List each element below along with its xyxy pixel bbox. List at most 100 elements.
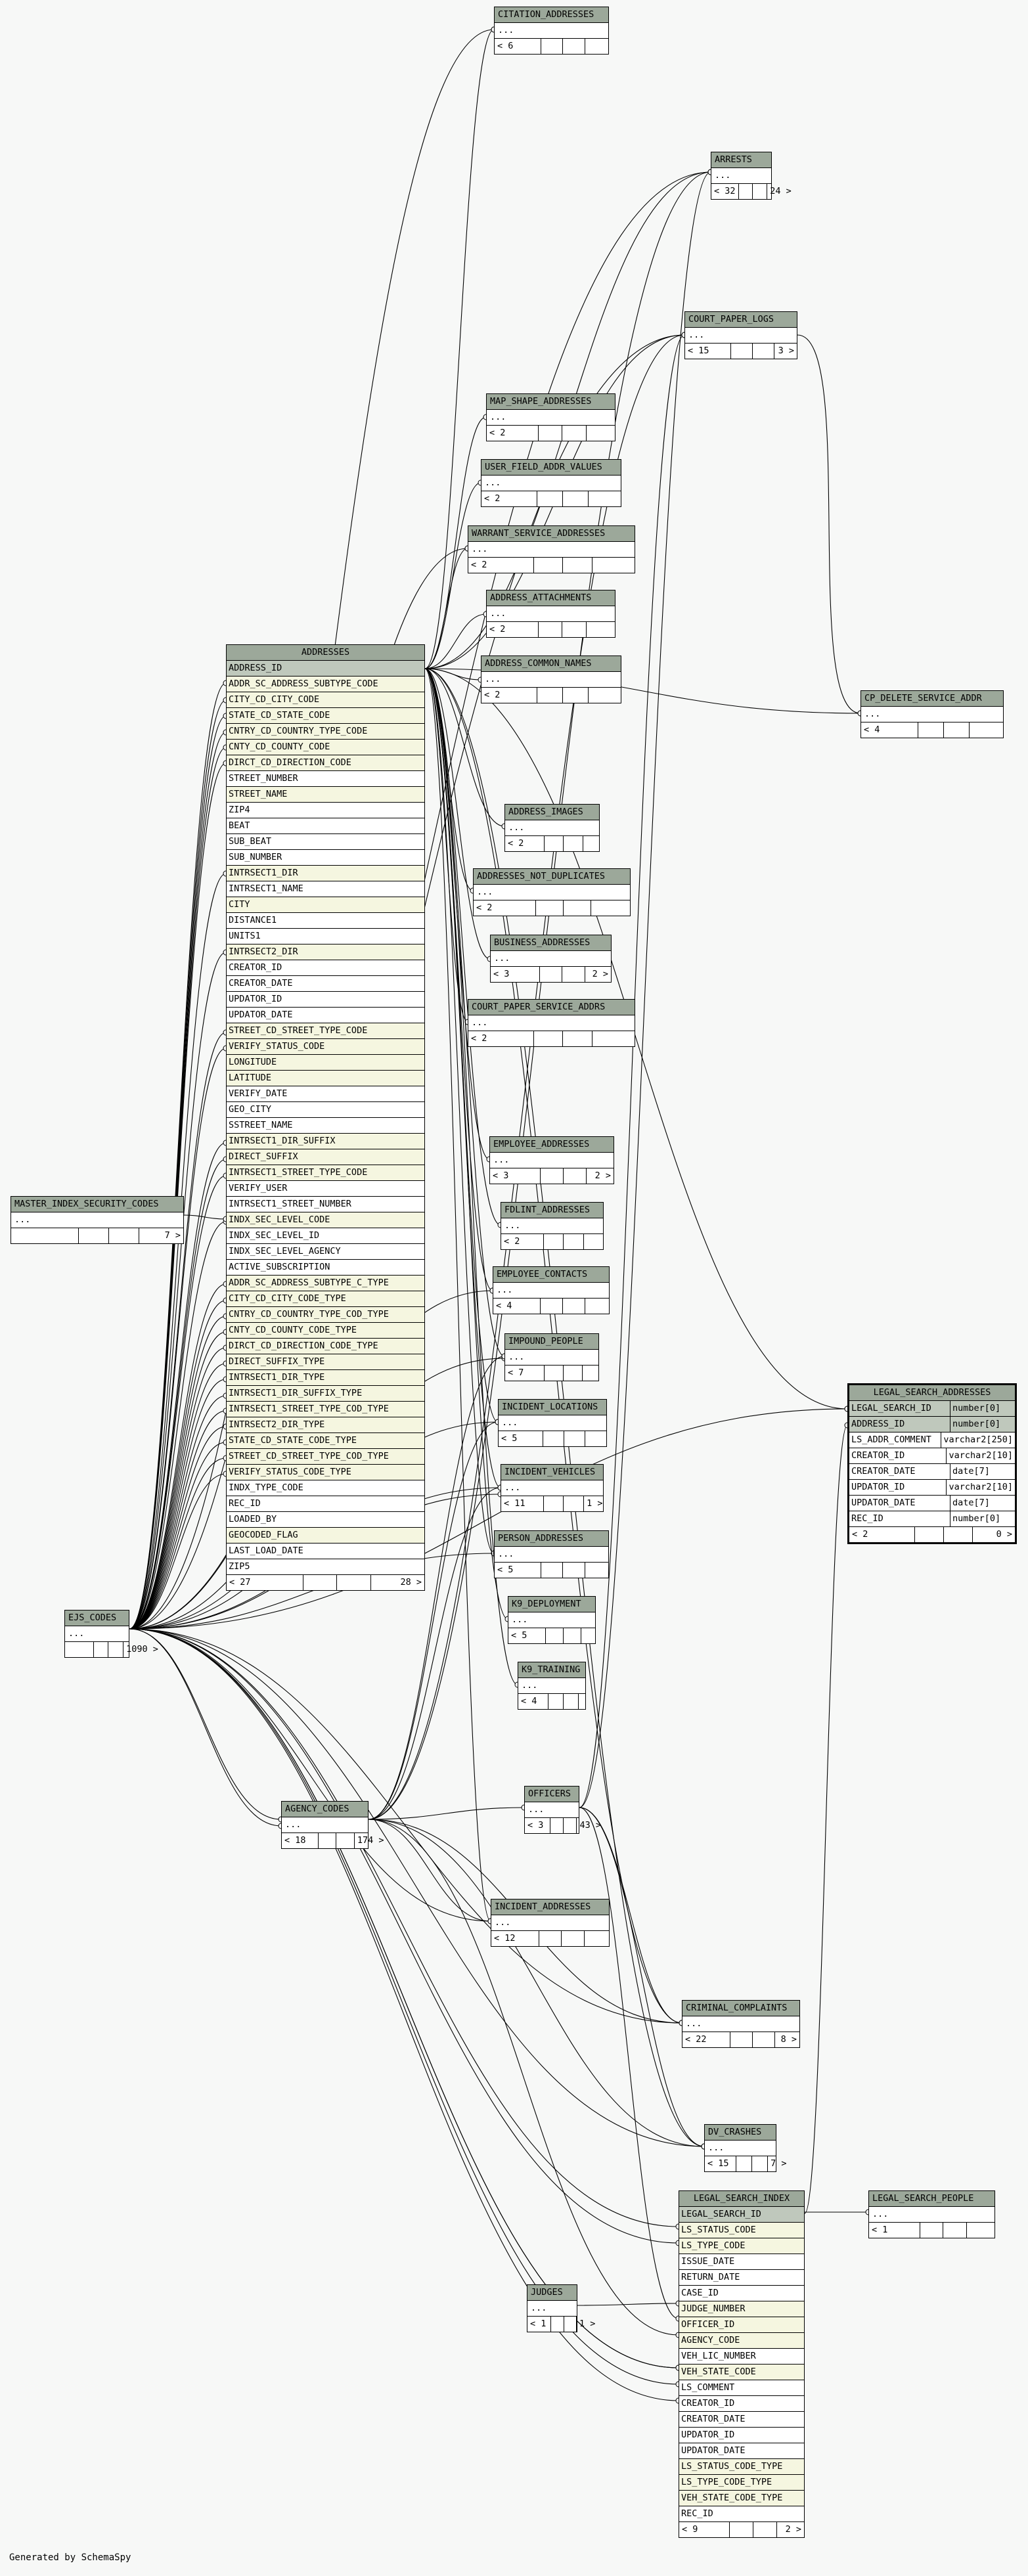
column-row[interactable]: VERIFY_STATUS_CODE xyxy=(227,1039,424,1055)
table-fdlint-addresses[interactable]: FDLINT_ADDRESSES...< 2 xyxy=(501,1202,604,1250)
table-user-field-addr-values[interactable]: USER_FIELD_ADDR_VALUES...< 2 xyxy=(481,459,621,507)
table-impound-people[interactable]: IMPOUND_PEOPLE...< 7 xyxy=(504,1333,599,1381)
table-legal-search-people[interactable]: LEGAL_SEARCH_PEOPLE...< 1 xyxy=(868,2190,995,2238)
column-row[interactable]: VERIFY_DATE xyxy=(227,1086,424,1102)
table-address-common-names[interactable]: ADDRESS_COMMON_NAMES...< 2 xyxy=(481,655,621,703)
column-row[interactable]: RETURN_DATE xyxy=(679,2270,804,2286)
column-row[interactable]: REC_ID xyxy=(227,1496,424,1512)
column-row[interactable]: VEH_STATE_CODE_TYPE xyxy=(679,2491,804,2506)
column-row[interactable]: INTRSECT1_DIR xyxy=(227,866,424,881)
column-row[interactable]: DIRCT_CD_DIRECTION_CODE_TYPE xyxy=(227,1339,424,1354)
column-row[interactable]: STREET_NAME xyxy=(227,787,424,803)
column-row[interactable]: CITY_CD_CITY_CODE_TYPE xyxy=(227,1291,424,1307)
column-row[interactable]: AGENCY_CODE xyxy=(679,2333,804,2349)
table-map-shape-addresses[interactable]: MAP_SHAPE_ADDRESSES...< 2 xyxy=(486,393,615,441)
column-row[interactable]: GEOCODED_FLAG xyxy=(227,1528,424,1543)
column-row[interactable]: VEH_STATE_CODE xyxy=(679,2365,804,2380)
column-row[interactable]: INTRSECT2_DIR_TYPE xyxy=(227,1417,424,1433)
column-row[interactable]: INDX_TYPE_CODE xyxy=(227,1480,424,1496)
column-row[interactable]: GEO_CITY xyxy=(227,1102,424,1118)
column-row[interactable]: INTRSECT1_DIR_TYPE xyxy=(227,1370,424,1386)
column-row[interactable]: STREET_CD_STREET_TYPE_COD_TYPE xyxy=(227,1449,424,1465)
table-warrant-service-addresses[interactable]: WARRANT_SERVICE_ADDRESSES...< 2 xyxy=(468,525,635,573)
column-row[interactable]: ZIP4 xyxy=(227,803,424,818)
column-row[interactable]: LEGAL_SEARCH_ID xyxy=(679,2207,804,2223)
column-row[interactable]: CITY_CD_CITY_CODE xyxy=(227,692,424,708)
column-row[interactable]: INDX_SEC_LEVEL_CODE xyxy=(227,1212,424,1228)
column-row[interactable]: CNTY_CD_COUNTY_CODE_TYPE xyxy=(227,1323,424,1339)
column-row[interactable]: STREET_CD_STREET_TYPE_CODE xyxy=(227,1023,424,1039)
table-person-addresses[interactable]: PERSON_ADDRESSES...< 5 xyxy=(494,1530,609,1578)
table-address-images[interactable]: ADDRESS_IMAGES...< 2 xyxy=(504,804,600,852)
column-row[interactable]: VEH_LIC_NUMBER xyxy=(679,2349,804,2365)
table-court-paper-service-addrs[interactable]: COURT_PAPER_SERVICE_ADDRS...< 2 xyxy=(468,999,635,1047)
column-row[interactable]: INTRSECT1_STREET_TYPE_CODE xyxy=(227,1165,424,1181)
column-row[interactable]: CREATOR_DATE xyxy=(679,2412,804,2428)
column-row[interactable]: INTRSECT2_DIR xyxy=(227,944,424,960)
column-row[interactable]: OFFICER_ID xyxy=(679,2317,804,2333)
column-row[interactable]: STATE_CD_STATE_CODE xyxy=(227,708,424,724)
column-row[interactable]: ISSUE_DATE xyxy=(679,2254,804,2270)
column-row[interactable]: VERIFY_USER xyxy=(227,1181,424,1197)
table-cp-delete-service-addr[interactable]: CP_DELETE_SERVICE_ADDR...< 4 xyxy=(860,690,1004,738)
column-row[interactable]: CASE_ID xyxy=(679,2286,804,2301)
table-master-index-security-codes[interactable]: MASTER_INDEX_SECURITY_CODES...7 > xyxy=(11,1196,184,1244)
column-row[interactable]: DIRECT_SUFFIX_TYPE xyxy=(227,1354,424,1370)
column-row[interactable]: INDX_SEC_LEVEL_ID xyxy=(227,1228,424,1244)
column-row[interactable]: CREATOR_ID xyxy=(679,2396,804,2412)
column-row[interactable]: SSTREET_NAME xyxy=(227,1118,424,1134)
column-row[interactable]: INTRSECT1_NAME xyxy=(227,881,424,897)
column-row[interactable]: LS_COMMENT xyxy=(679,2380,804,2396)
column-row[interactable]: JUDGE_NUMBER xyxy=(679,2301,804,2317)
table-employee-contacts[interactable]: EMPLOYEE_CONTACTS...< 4 xyxy=(493,1266,610,1314)
table-ejs-codes[interactable]: EJS_CODES...1090 > xyxy=(64,1610,158,1658)
column-row[interactable]: ACTIVE_SUBSCRIPTION xyxy=(227,1260,424,1276)
table-citation-addresses[interactable]: CITATION_ADDRESSES...< 6 xyxy=(494,7,609,55)
column-row[interactable]: UPDATOR_DATE xyxy=(679,2443,804,2459)
column-row[interactable]: VERIFY_STATUS_CODE_TYPE xyxy=(227,1465,424,1480)
table-k9-deployment[interactable]: K9_DEPLOYMENT...< 5 xyxy=(508,1596,596,1644)
column-row[interactable]: BEAT xyxy=(227,818,424,834)
column-row[interactable]: INDX_SEC_LEVEL_AGENCY xyxy=(227,1244,424,1260)
column-row[interactable]: ADDRESS_ID xyxy=(227,661,424,677)
column-row[interactable]: DIRCT_CD_DIRECTION_CODE xyxy=(227,755,424,771)
column-row[interactable]: DIRECT_SUFFIX xyxy=(227,1149,424,1165)
column-row[interactable]: CNTRY_CD_COUNTRY_TYPE_CODE xyxy=(227,724,424,740)
column-row[interactable]: SUB_BEAT xyxy=(227,834,424,850)
column-row[interactable]: UPDATOR_DATE xyxy=(227,1008,424,1023)
column-row[interactable]: INTRSECT1_DIR_SUFFIX_TYPE xyxy=(227,1386,424,1402)
column-row[interactable]: LS_STATUS_CODE_TYPE xyxy=(679,2459,804,2475)
column-row[interactable]: CNTY_CD_COUNTY_CODE xyxy=(227,740,424,755)
column-row[interactable]: LAST_LOAD_DATE xyxy=(227,1543,424,1559)
column-row[interactable]: UPDATOR_ID xyxy=(227,992,424,1008)
column-row[interactable]: LONGITUDE xyxy=(227,1055,424,1071)
column-row[interactable]: CREATOR_ID xyxy=(227,960,424,976)
column-row[interactable]: CITY xyxy=(227,897,424,913)
column-row[interactable]: DISTANCE1 xyxy=(227,913,424,929)
column-row[interactable]: LS_TYPE_CODE_TYPE xyxy=(679,2475,804,2491)
column-row[interactable]: STREET_NUMBER xyxy=(227,771,424,787)
column-row[interactable]: CREATOR_DATE xyxy=(227,976,424,992)
column-row[interactable]: LOADED_BY xyxy=(227,1512,424,1528)
table-address-attachments[interactable]: ADDRESS_ATTACHMENTS...< 2 xyxy=(486,590,615,638)
column-row[interactable]: LS_STATUS_CODE xyxy=(679,2223,804,2238)
column-row[interactable]: INTRSECT1_DIR_SUFFIX xyxy=(227,1134,424,1149)
